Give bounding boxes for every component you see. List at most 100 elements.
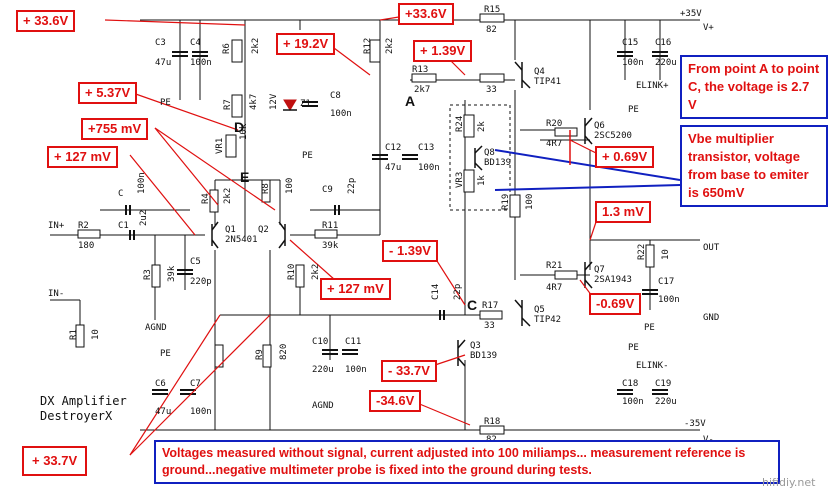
voltage-0-69: + 0.69V — [595, 146, 655, 168]
z1-label: Z1 — [300, 99, 311, 109]
r1-label: R1 — [69, 329, 79, 340]
q4-value: TIP41 — [534, 77, 561, 87]
c19-label: C19 — [655, 379, 671, 389]
voltage-127mv-b: + 127 mV — [320, 278, 391, 300]
voltage-1-39: + 1.39V — [413, 40, 473, 62]
r12-value: 2k2 — [385, 38, 395, 54]
agnd-label-2: AGND — [312, 401, 334, 411]
c5-label: C5 — [190, 257, 201, 267]
c16-label: C16 — [655, 38, 671, 48]
r24-label: R24 — [455, 116, 465, 132]
point-a-label: A — [405, 93, 415, 109]
title-line-2: DestroyerX — [40, 409, 113, 423]
r21-value: 4R7 — [546, 283, 562, 293]
watermark: hifidiy.net — [762, 476, 816, 489]
c17-value: 100n — [658, 295, 680, 305]
q1-label: Q1 — [225, 225, 236, 235]
c13-value: 100n — [418, 163, 440, 173]
c10-label: C10 — [312, 337, 328, 347]
pe-label-4: PE — [644, 323, 655, 333]
pe-label-3: PE — [628, 105, 639, 115]
voltage-5-37: + 5.37V — [78, 82, 138, 104]
c6-value: 47u — [155, 407, 171, 417]
c-value: 100n — [137, 172, 147, 194]
q5-value: TIP42 — [534, 315, 561, 325]
r33-label: 33 — [486, 85, 497, 95]
c18-value: 100n — [622, 397, 644, 407]
c12-value: 47u — [385, 163, 401, 173]
r8-value: 100 — [285, 178, 295, 194]
voltage-1-3mv: 1.3 mV — [595, 201, 651, 223]
voltage-top-rail: +33.6V — [398, 3, 454, 25]
c9-value: 22p — [347, 178, 357, 194]
out-label: OUT — [703, 243, 720, 253]
c17-label: C17 — [658, 277, 674, 287]
r22-value: 10 — [661, 249, 671, 260]
r9-label: R9 — [255, 349, 265, 360]
c10-value: 220u — [312, 365, 334, 375]
voltage-33-7-bottom: + 33.7V — [22, 446, 88, 476]
voltage-neg-34-6: -34.6V — [369, 390, 422, 412]
voltage-755mv: +755 mV — [81, 118, 149, 140]
pe-label-5: PE — [160, 349, 171, 359]
vr3-value: 1k — [477, 175, 487, 186]
in-minus-label: IN- — [48, 289, 64, 299]
r10-label: R10 — [287, 264, 297, 280]
q3-value: BD139 — [470, 351, 497, 361]
voltage-127mv-a: + 127 mV — [47, 146, 118, 168]
voltage-19-2: + 19.2V — [276, 33, 336, 55]
voltage-top-left: + 33.6V — [16, 10, 76, 32]
r8-label: R8 — [261, 183, 271, 194]
c6-label: C6 — [155, 379, 166, 389]
r19-label: R19 — [501, 194, 511, 210]
c3-value: 47u — [155, 58, 171, 68]
r15-value: 82 — [486, 25, 497, 35]
r2-label: R2 — [78, 221, 89, 231]
c9-label: C9 — [322, 185, 333, 195]
q2-label: Q2 — [258, 225, 269, 235]
voltage-neg-0-69: -0.69V — [589, 293, 642, 315]
r21-label: R21 — [546, 261, 562, 271]
elink-plus-label: ELINK+ — [636, 81, 669, 91]
c14-label: C14 — [431, 284, 441, 300]
r13-value: 2k7 — [414, 85, 430, 95]
r12-label: R12 — [363, 38, 373, 54]
c8-label: C8 — [330, 91, 341, 101]
plus35-label: +35V — [680, 9, 702, 19]
r20-value: 4R7 — [546, 139, 562, 149]
vr1-label: VR1 — [215, 138, 225, 154]
c7-value: 100n — [190, 407, 212, 417]
c13-label: C13 — [418, 143, 434, 153]
c14-value: 22p — [453, 284, 463, 300]
note-point-a-to-c: From point A to point C, the voltage is … — [680, 55, 828, 119]
vr3-label: VR3 — [455, 172, 465, 188]
r6-label: R6 — [222, 43, 232, 54]
r7-value: 4k7 — [249, 94, 259, 110]
c11-label: C11 — [345, 337, 361, 347]
agnd-label-1: AGND — [145, 323, 167, 333]
r9-value: 820 — [279, 344, 289, 360]
c16-value: 220u — [655, 58, 677, 68]
r7-label: R7 — [223, 99, 233, 110]
amplifier-title: DX Amplifier DestroyerX — [40, 394, 127, 424]
c1-value: 2u2 — [139, 210, 149, 226]
point-c-label: C — [467, 297, 477, 313]
c11-value: 100n — [345, 365, 367, 375]
pe-label-1: PE — [160, 98, 171, 108]
title-line-1: DX Amplifier — [40, 394, 127, 408]
c7-label: C7 — [190, 379, 201, 389]
r13-label: R13 — [412, 65, 428, 75]
r6-value: 2k2 — [251, 38, 261, 54]
z1-value: 12V — [269, 93, 279, 110]
c4-value: 100n — [190, 58, 212, 68]
r1-value: 10 — [91, 329, 101, 340]
q6-label: Q6 — [594, 121, 605, 131]
r4-label: R4 — [201, 193, 211, 204]
r11-label: R11 — [322, 221, 338, 231]
c8-value: 100n — [330, 109, 352, 119]
point-d-label: D — [234, 119, 244, 135]
r4-value: 2k2 — [223, 188, 233, 204]
c15-value: 100n — [622, 58, 644, 68]
elink-minus-label: ELINK- — [636, 361, 669, 371]
